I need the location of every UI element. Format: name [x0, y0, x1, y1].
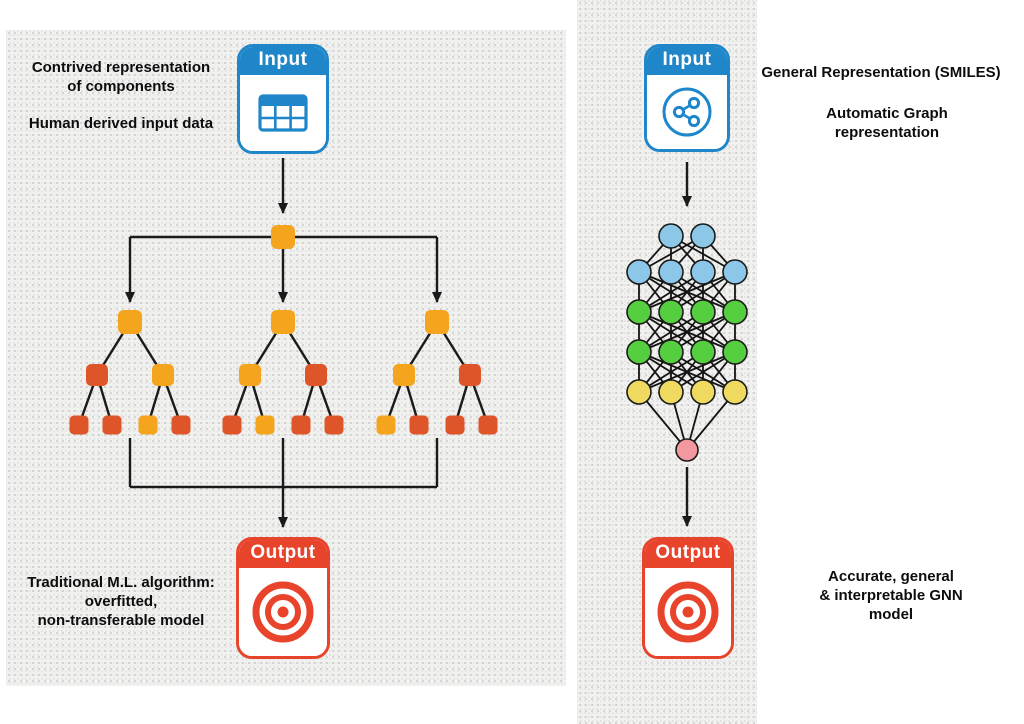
- nn-node: [675, 438, 699, 462]
- tree-node: [393, 364, 415, 386]
- tree-node: [305, 364, 327, 386]
- nn-node: [658, 379, 684, 405]
- nn-node: [690, 379, 716, 405]
- nn-edge: [638, 271, 736, 313]
- right-bottom-note: Accurate, general & interpretable GNN mo…: [819, 568, 963, 624]
- nn-node: [626, 259, 652, 285]
- input-badge-left-body: [240, 75, 326, 151]
- input-badge-left: Input: [237, 44, 329, 154]
- output-badge-right-label: Output: [645, 540, 731, 568]
- nn-node: [690, 339, 716, 365]
- nn-node: [658, 339, 684, 365]
- nn-node: [626, 299, 652, 325]
- input-badge-right-body: [647, 75, 727, 149]
- tree-node: [425, 310, 449, 334]
- nn-node: [690, 223, 716, 249]
- right-top-note-2: Automatic Graph representation: [826, 105, 948, 142]
- input-badge-right: Input: [644, 44, 730, 152]
- decision-trees: [69, 310, 498, 435]
- nn-node: [626, 339, 652, 365]
- left-top-note: Contrived representation of components: [31, 59, 211, 96]
- tree-node: [69, 415, 89, 435]
- output-badge-left: Output: [236, 537, 330, 659]
- nn-node: [658, 223, 684, 249]
- tree-node: [222, 415, 242, 435]
- nn-node: [690, 299, 716, 325]
- nn-node: [722, 299, 748, 325]
- molecule-share-icon: [662, 87, 712, 137]
- tree-node: [138, 415, 158, 435]
- left-top-note-2: Human derived input data: [28, 115, 214, 132]
- root-split-node: [271, 225, 295, 249]
- neural-network: [626, 223, 748, 462]
- bullseye-target-icon: [252, 581, 314, 643]
- tree-node: [459, 364, 481, 386]
- right-top-note: General Representation (SMILES): [761, 64, 1001, 81]
- output-badge-right: Output: [642, 537, 734, 659]
- output-badge-left-body: [239, 568, 327, 656]
- tree-node: [291, 415, 311, 435]
- tree-node: [255, 415, 275, 435]
- tree-node: [271, 310, 295, 334]
- input-badge-right-label: Input: [647, 47, 727, 75]
- tree-node: [445, 415, 465, 435]
- nn-node: [690, 259, 716, 285]
- tree-node: [324, 415, 344, 435]
- tree-node: [409, 415, 429, 435]
- bullseye-target-icon: [657, 581, 719, 643]
- tree-node: [478, 415, 498, 435]
- nn-node: [658, 259, 684, 285]
- nn-node: [626, 379, 652, 405]
- nn-node: [722, 379, 748, 405]
- input-badge-left-label: Input: [240, 47, 326, 75]
- tree-node: [152, 364, 174, 386]
- tree-node: [239, 364, 261, 386]
- tree-node: [376, 415, 396, 435]
- nn-node: [658, 299, 684, 325]
- nn-node: [722, 259, 748, 285]
- output-badge-left-label: Output: [239, 540, 327, 568]
- tree-node: [86, 364, 108, 386]
- nn-edge: [638, 311, 736, 353]
- nn-node: [722, 339, 748, 365]
- nn-edge: [638, 351, 736, 393]
- tree-node: [102, 415, 122, 435]
- output-badge-right-body: [645, 568, 731, 656]
- table-icon: [258, 94, 308, 132]
- left-bottom-note: Traditional M.L. algorithm: overfitted, …: [27, 574, 215, 630]
- flow-arrows: [125, 158, 692, 528]
- tree-node: [118, 310, 142, 334]
- tree-node: [171, 415, 191, 435]
